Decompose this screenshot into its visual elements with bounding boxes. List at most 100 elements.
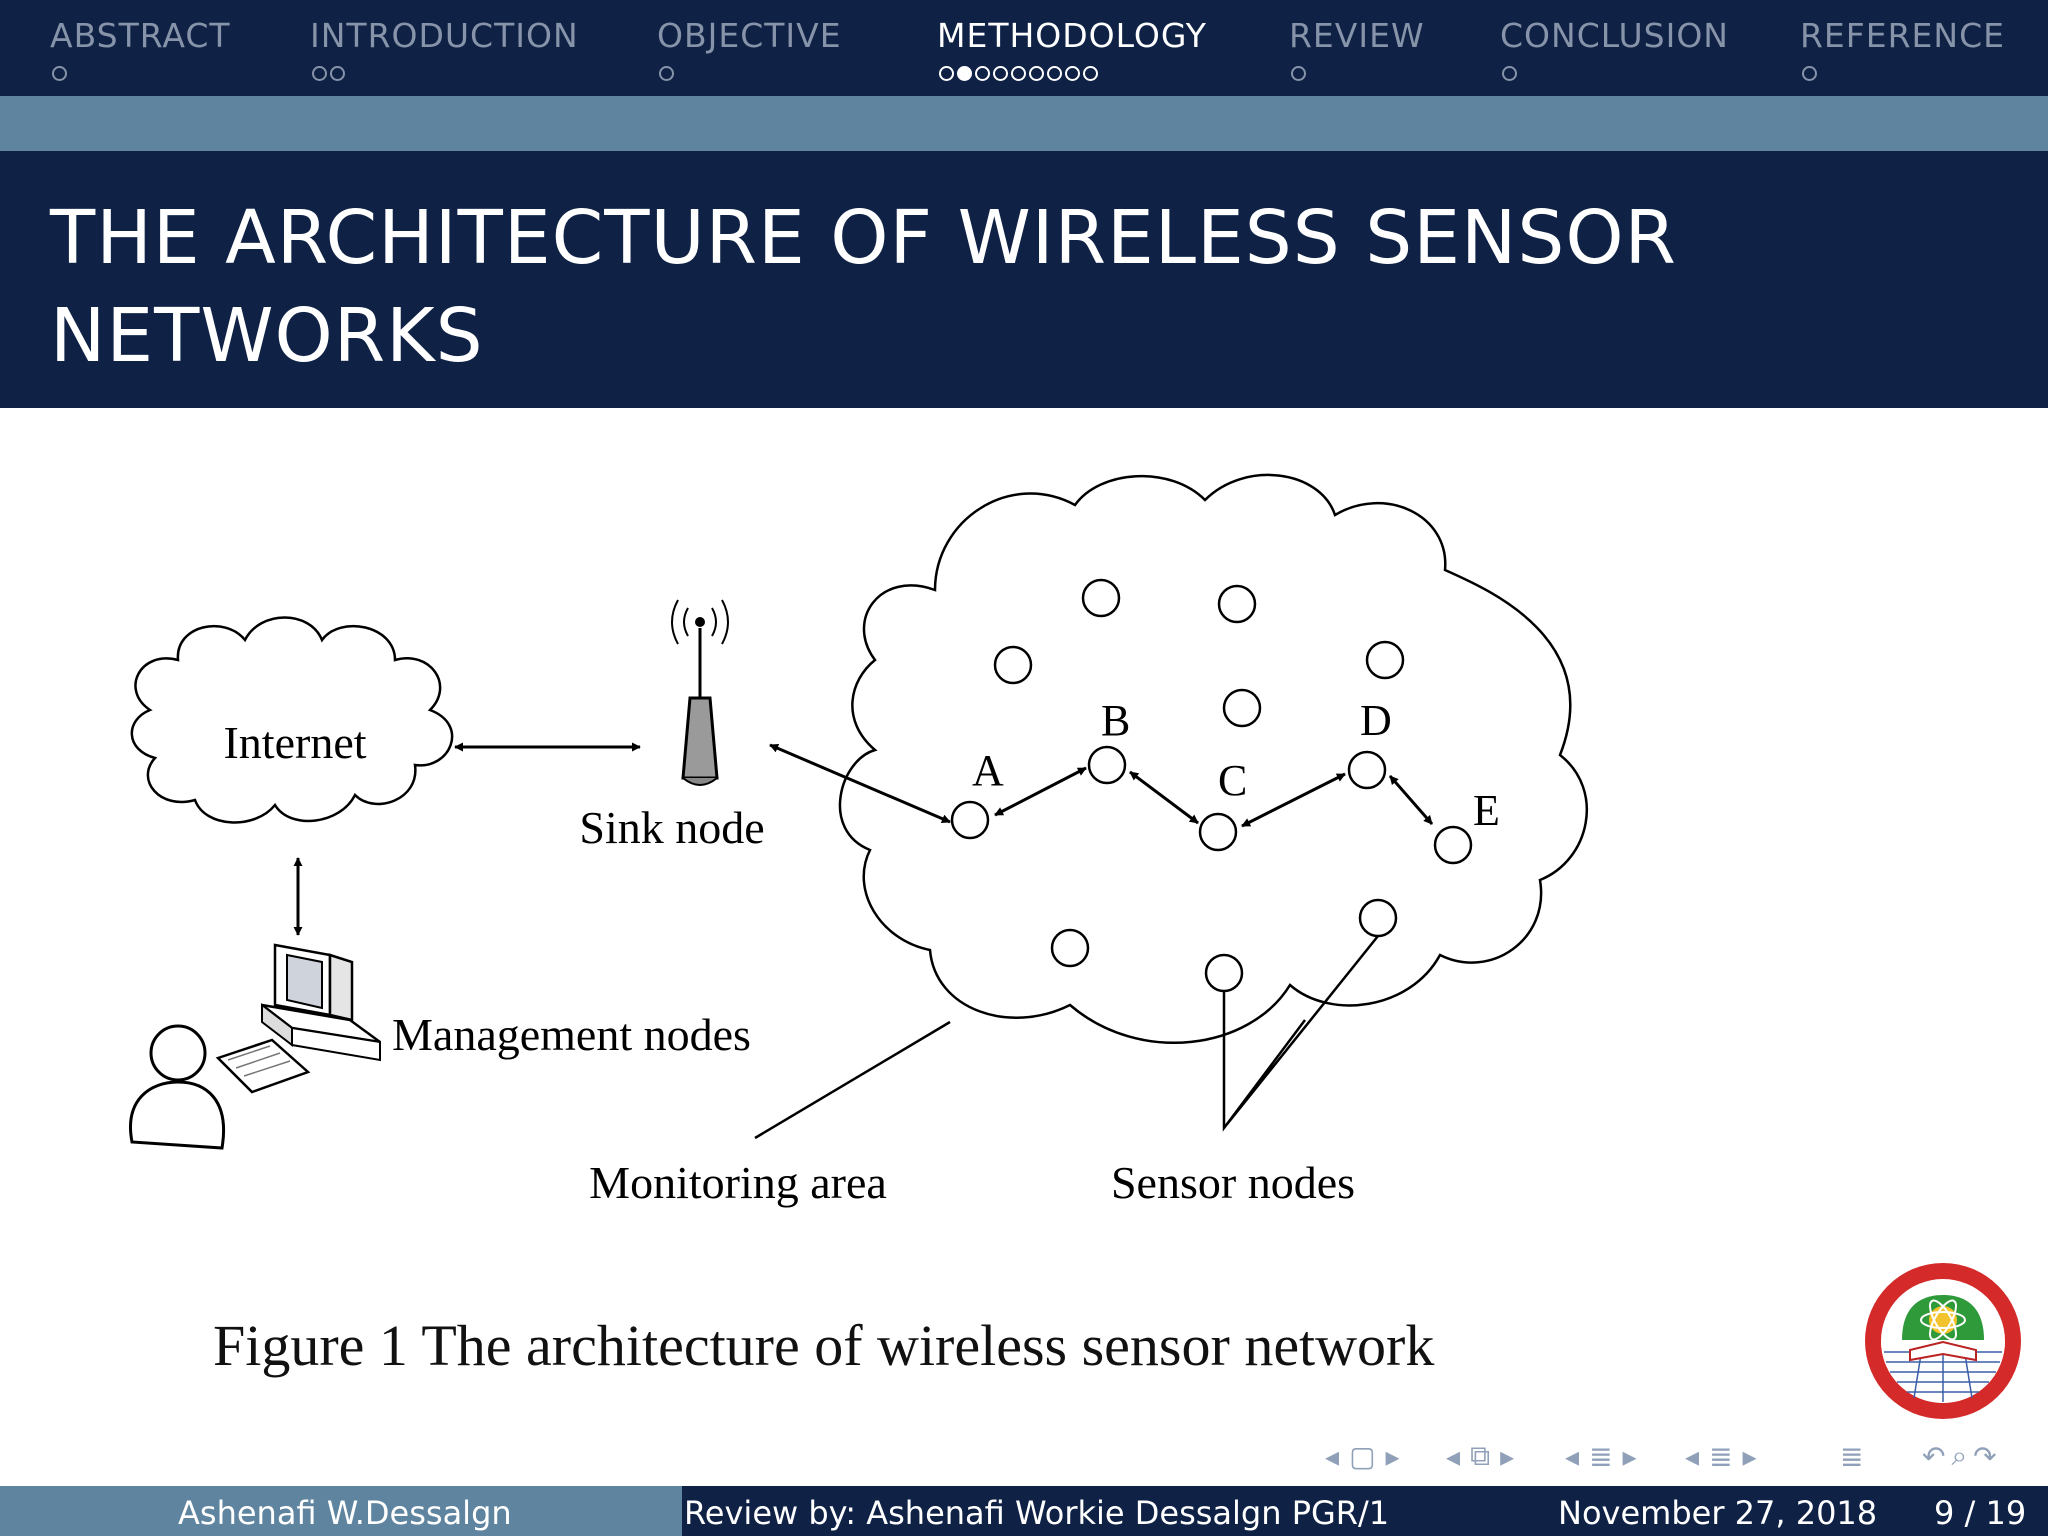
antenna-icon: [671, 599, 729, 786]
monitoring-area-cloud: [838, 473, 1589, 1044]
sensor-node: [1358, 898, 1398, 938]
arrow-left-icon[interactable]: ◂: [1565, 1439, 1580, 1473]
internet-label: Internet: [223, 717, 366, 768]
frame-icon[interactable]: ▢: [1349, 1439, 1376, 1473]
nav-progress-dot[interactable]: [1083, 66, 1098, 81]
subsection-icon[interactable]: ⧉: [1470, 1439, 1491, 1472]
arrow-left-icon[interactable]: ◂: [1325, 1439, 1340, 1473]
nav-progress-dot[interactable]: [1291, 66, 1306, 81]
nav-progress-dot[interactable]: [659, 66, 674, 81]
user-icon: [129, 1024, 225, 1150]
nav-subsection-controls[interactable]: ◂ ⧉ ▸: [1446, 1438, 1514, 1474]
footer-page-number: 9 / 19: [1934, 1494, 2027, 1532]
footer-review: Review by: Ashenafi Workie Dessalgn PGR/…: [684, 1494, 1390, 1532]
nav-dots-abstract[interactable]: [52, 66, 67, 86]
nav-section-introduction[interactable]: INTRODUCTION: [310, 16, 579, 55]
nav-progress-dot[interactable]: [957, 66, 972, 81]
nav-dots-review[interactable]: [1291, 66, 1306, 86]
footer-author-box: Ashenafi W.Dessalgn: [0, 1486, 682, 1536]
sensor-node: [1050, 928, 1090, 968]
internet-cloud: [130, 616, 454, 824]
arrow-left-icon[interactable]: ◂: [1685, 1439, 1700, 1473]
nav-progress-dot[interactable]: [939, 66, 954, 81]
nav-progress-dot[interactable]: [52, 66, 67, 81]
nav-section-reference[interactable]: REFERENCE: [1800, 16, 2005, 55]
nav-appendix-control[interactable]: ≣: [1840, 1438, 1863, 1474]
nav-section-review[interactable]: REVIEW: [1289, 16, 1425, 55]
link-b-c: [1129, 770, 1199, 825]
nav-progress-dot[interactable]: [1011, 66, 1026, 81]
appendix-icon[interactable]: ≣: [1840, 1439, 1864, 1473]
sensor-node: [1217, 584, 1257, 624]
nav-progress-dot[interactable]: [975, 66, 990, 81]
arrow-right-icon[interactable]: ▸: [1500, 1439, 1515, 1473]
section-navigation: ABSTRACT INTRODUCTION OBJECTIVE METHODOL…: [0, 0, 2048, 96]
nav-dots-objective[interactable]: [659, 66, 674, 86]
nav-progress-dot[interactable]: [330, 66, 345, 81]
footer-author: Ashenafi W.Dessalgn: [178, 1494, 512, 1532]
arrow-right-icon[interactable]: ▸: [1385, 1439, 1400, 1473]
nav-dots-conclusion[interactable]: [1502, 66, 1517, 86]
monitoring-area-pointer: [754, 1020, 951, 1140]
node-a-label: A: [972, 746, 1004, 795]
nav-progress-dot[interactable]: [1065, 66, 1080, 81]
nav-dots-introduction[interactable]: [312, 66, 345, 86]
sensor-node-a: [950, 800, 990, 840]
arrow-right-icon[interactable]: ▸: [1622, 1439, 1637, 1473]
sink-node-label: Sink node: [579, 802, 764, 853]
undo-icon[interactable]: ↶: [1922, 1439, 1946, 1473]
section-icon[interactable]: ≣: [1589, 1439, 1613, 1473]
management-nodes-label: Management nodes: [392, 1009, 751, 1060]
nav-section-objective[interactable]: OBJECTIVE: [657, 16, 842, 55]
arrow-right-icon[interactable]: ▸: [1742, 1439, 1757, 1473]
slide-title: THE ARCHITECTURE OF WIRELESS SENSOR NETW…: [50, 195, 1677, 379]
footline: Ashenafi W.Dessalgn Review by: Ashenafi …: [0, 1486, 2048, 1536]
footer-date: November 27, 2018: [1558, 1494, 1878, 1532]
frame-title-bar: THE ARCHITECTURE OF WIRELESS SENSOR NETW…: [0, 151, 2048, 408]
sensor-node: [993, 645, 1033, 685]
sensor-nodes-label: Sensor nodes: [1111, 1157, 1355, 1208]
sensor-node-d: [1347, 750, 1387, 790]
sensor-node-e: [1433, 825, 1473, 865]
sensor-node-c: [1198, 812, 1238, 852]
sensor-node: [1204, 953, 1244, 993]
monitoring-area-label: Monitoring area: [589, 1157, 887, 1208]
link-a-b: [994, 766, 1087, 817]
nav-progress-dot[interactable]: [1029, 66, 1044, 81]
nav-section-abstract[interactable]: ABSTRACT: [50, 16, 231, 55]
nav-section-methodology[interactable]: METHODOLOGY: [937, 16, 1207, 55]
node-e-label: E: [1473, 786, 1500, 835]
node-b-label: B: [1101, 696, 1130, 745]
figure-caption: Figure 1 The architecture of wireless se…: [213, 1313, 1435, 1378]
nav-progress-dot[interactable]: [1802, 66, 1817, 81]
computer-icon: [215, 943, 381, 1094]
nav-frame-controls[interactable]: ◂ ▢ ▸: [1325, 1438, 1400, 1474]
node-c-label: C: [1218, 756, 1247, 805]
subsection-band: [0, 96, 2048, 151]
link-c-d: [1241, 772, 1346, 828]
university-emblem-icon: [1865, 1263, 2021, 1419]
redo-icon[interactable]: ↷: [1973, 1439, 1997, 1473]
sensor-node: [1081, 578, 1121, 618]
search-icon[interactable]: ⌕: [1951, 1439, 1968, 1472]
nav-search-controls[interactable]: ↶ ⌕ ↷: [1922, 1438, 1997, 1474]
nav-presentation-controls[interactable]: ◂ ≣ ▸: [1685, 1438, 1757, 1474]
sensor-node-b: [1087, 745, 1127, 785]
footer-info-box: Review by: Ashenafi Workie Dessalgn PGR/…: [682, 1486, 2048, 1536]
nav-progress-dot[interactable]: [312, 66, 327, 81]
sensor-node-group: [950, 578, 1473, 993]
nav-progress-dot[interactable]: [1502, 66, 1517, 81]
sensor-node: [1222, 688, 1262, 728]
nav-progress-dot[interactable]: [993, 66, 1008, 81]
arrow-left-icon[interactable]: ◂: [1446, 1439, 1461, 1473]
nav-progress-dot[interactable]: [1047, 66, 1062, 81]
nav-dots-methodology[interactable]: [939, 66, 1098, 86]
nav-section-controls[interactable]: ◂ ≣ ▸: [1565, 1438, 1637, 1474]
nav-dots-reference[interactable]: [1802, 66, 1817, 86]
sink-node-a-link: [769, 743, 951, 824]
node-d-label: D: [1360, 696, 1392, 745]
sensor-node: [1365, 640, 1405, 680]
presentation-icon[interactable]: ≣: [1709, 1439, 1733, 1473]
wsn-architecture-figure: Internet Sink node Managem: [129, 473, 1589, 1208]
nav-section-conclusion[interactable]: CONCLUSION: [1500, 16, 1729, 55]
